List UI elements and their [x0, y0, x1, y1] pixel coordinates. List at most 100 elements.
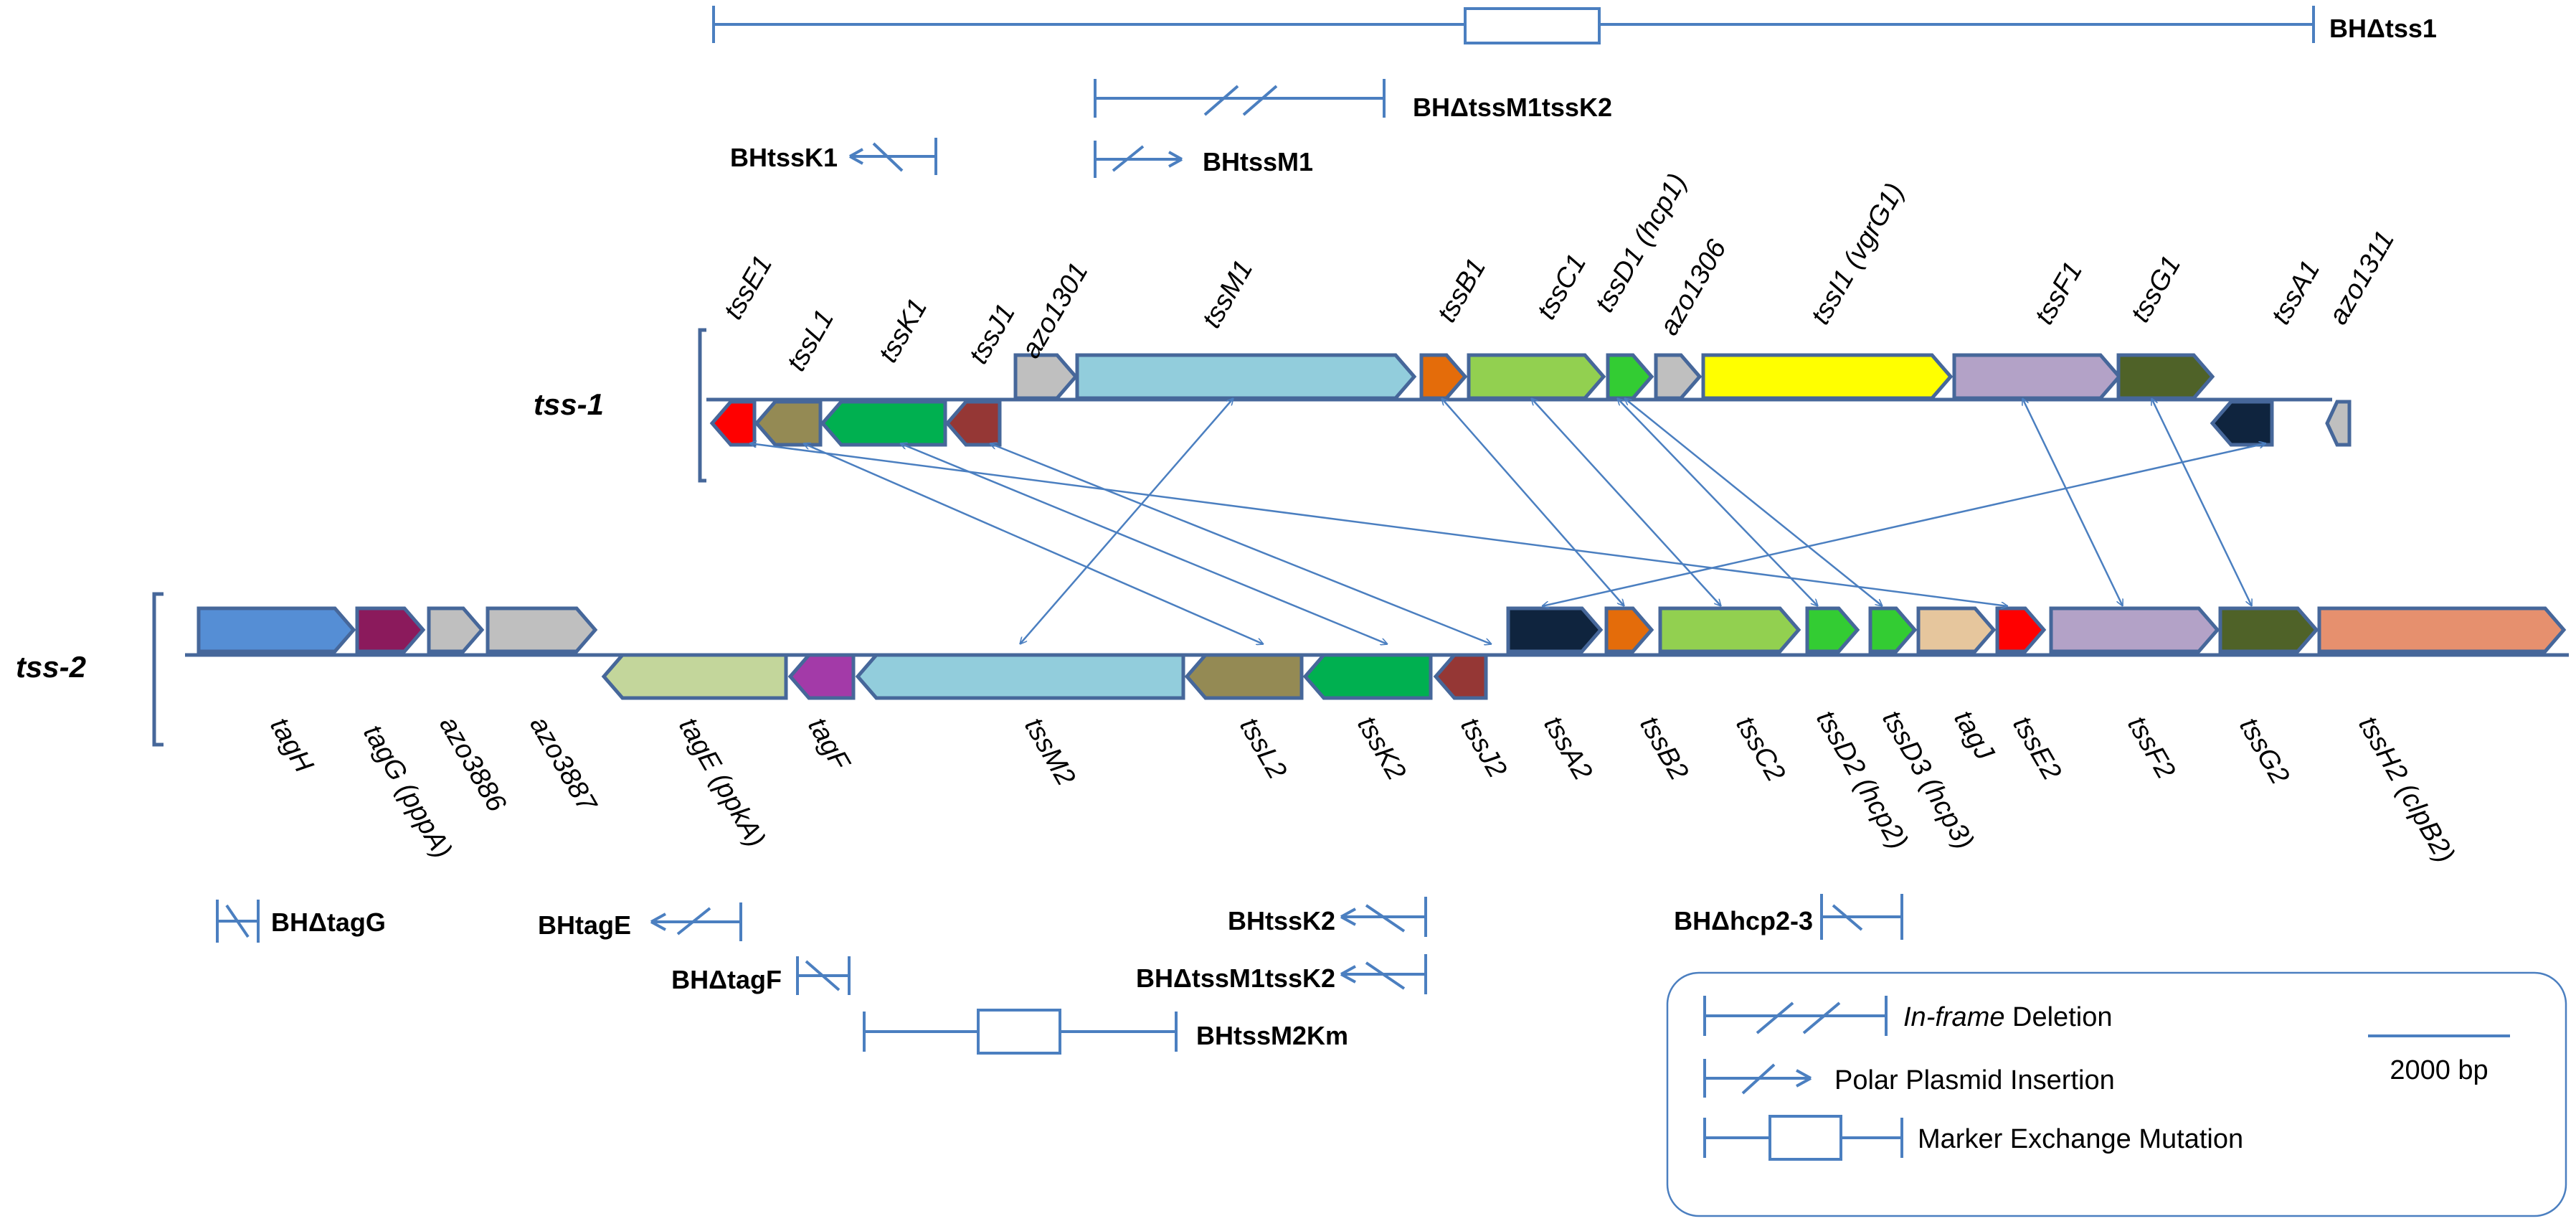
tss2-gene-label-azo3886: azo3886: [433, 712, 512, 818]
mutant-label-bhdtagg: BHΔtagG: [271, 908, 386, 937]
legend-polar-symbol: [1703, 1059, 1812, 1098]
tss2-gene-azo3886: [427, 606, 485, 654]
tss2-gene-tssc2: [1658, 606, 1801, 654]
mutant-label-bhtage: BHtagE: [538, 910, 631, 940]
tss2-gene-label-tssa2: tssA2: [1538, 712, 1598, 786]
tss2-gene-tssb2: [1604, 606, 1654, 654]
link-tssb: [1441, 398, 1624, 606]
tss1-gene-label-tssc1: tssC1: [1531, 249, 1592, 324]
tss1-gene-label-tssg1: tssG1: [2125, 251, 2187, 328]
tss2-gene-label-tssg2: tssG2: [2233, 713, 2295, 790]
tss1-gene-tssc1: [1467, 353, 1606, 400]
mutant-label-bhdtssm1tssk2-top: BHΔtssM1tssK2: [1413, 93, 1612, 122]
tss1-gene-label-tssf1: tssF1: [2029, 257, 2088, 329]
tss2-gene-tagj: [1916, 606, 1997, 654]
tss2-gene-tsse2: [1995, 606, 2047, 654]
tss2-gene-label-tssc2: tssC2: [1730, 712, 1791, 787]
mutant-bhdtagg: BHΔtagG: [216, 900, 386, 943]
legend: In-frame Deletion Polar Plasmid Insertio…: [1666, 971, 2567, 1217]
link-tssj: [990, 443, 1492, 644]
tss1-gene-azo1301: [1013, 353, 1079, 400]
mutant-bhtage: BHtagE: [538, 902, 742, 941]
legend-marker-label: Marker Exchange Mutation: [1918, 1124, 2243, 1154]
link-tssl: [803, 443, 1264, 644]
mutant-bhdtss1: BHΔtss1: [712, 6, 2437, 44]
tss2-gene-label-tage-ppka: tagE (ppkA): [673, 713, 771, 853]
mutant-label-bhdtss1: BHΔtss1: [2329, 14, 2437, 43]
tss1-gene-label-azo1311: azo1311: [2323, 226, 2400, 330]
tss1-row-label: tss-1: [534, 387, 604, 421]
tss2-gene-label-tsse2: tssE2: [2007, 712, 2067, 786]
tss1-gene-label-tssm1: tssM1: [1196, 255, 1259, 334]
tss2-gene-tssd2-hcp2: [1805, 606, 1860, 654]
mutant-label-bhdtagf: BHΔtagF: [671, 965, 782, 994]
tss1-gene-label-tssl1: tssL1: [781, 305, 840, 377]
tss1-gene-label-tssj1: tssJ1: [963, 299, 1021, 369]
mutant-bhdtssm1tssk2-top: BHΔtssM1tssK2: [1094, 79, 1612, 122]
tss1-gene-tssf1: [1952, 353, 2122, 400]
link-tsse: [749, 443, 2008, 606]
tss2-bracket: [152, 592, 164, 747]
tss2-gene-label-tssf2: tssF2: [2121, 712, 2181, 784]
mutant-bhdtssm1tssk2-bottom: BHΔtssM1tssK2: [1136, 954, 1427, 994]
tss1-gene-label-tssa1: tssA1: [2265, 255, 2326, 329]
tss1-gene-tssm1: [1075, 353, 1417, 400]
link-tssc: [1531, 398, 1721, 606]
tss1-gene-tssg1: [2116, 353, 2215, 400]
tss2-gene-label-tagj: tagJ: [1948, 706, 2000, 766]
tss1-gene-tsse1: [709, 400, 757, 447]
tss2-gene-label-tssm2: tssM2: [1018, 713, 1081, 791]
link-tssd3: [1624, 398, 1883, 606]
tss2-row-label: tss-2: [16, 650, 86, 684]
legend-inframe-symbol: [1703, 996, 1888, 1036]
mutant-label-bhtssk2: BHtssK2: [1228, 906, 1335, 935]
tss2-gene-azo3887: [486, 606, 598, 654]
mutant-bhtssm1: BHtssM1: [1094, 141, 1313, 178]
tss1-gene-tssi1-vgrg1: [1701, 353, 1954, 400]
legend-polar-label: Polar Plasmid Insertion: [1834, 1065, 2115, 1095]
tss1-gene-azo1311: [2325, 400, 2352, 447]
legend-scale-label: 2000 bp: [2390, 1055, 2488, 1085]
tss1-gene-tssj1: [944, 400, 1002, 447]
legend-box: [1666, 971, 2567, 1217]
tss2-gene-label-tagh: tagH: [264, 713, 319, 778]
tss1-gene-label-tsse1: tssE1: [718, 250, 778, 324]
tss2-gene-label-tssh2-clpb2: tssH2 (clpB2): [2352, 712, 2460, 869]
tss2-gene-label-tssj2: tssJ2: [1454, 713, 1512, 783]
legend-marker-symbol: [1703, 1115, 1903, 1161]
tss2-gene-tage-ppka: [601, 653, 788, 700]
legend-inframe-label: In-frame Deletion: [1903, 1002, 2112, 1032]
tss1-gene-tssa1: [2210, 400, 2274, 447]
tss2-gene-label-tssk2: tssK2: [1351, 712, 1411, 786]
tss2-gene-tagf: [787, 653, 856, 700]
tss2-gene-tssm2: [855, 653, 1185, 700]
tss1-gene-tssd1-hcp1: [1606, 353, 1654, 400]
tss1-gene-label-azo1301: azo1301: [1015, 258, 1094, 363]
tss2-gene-tssl2: [1184, 653, 1304, 700]
tss2-gene-label-azo3887: azo3887: [524, 712, 602, 819]
link-tssa: [1542, 443, 2266, 606]
mutant-label-bhtssm1: BHtssM1: [1203, 147, 1313, 176]
tss2-gene-tagg-pppa: [355, 606, 426, 654]
tss1-gene-label-tssb1: tssB1: [1431, 253, 1492, 327]
tss2-gene-tssk2: [1302, 653, 1433, 700]
tss2-gene-tssf2: [2049, 606, 2220, 654]
tss2-gene-tssg2: [2218, 606, 2319, 654]
tss2-gene-tssa2: [1506, 606, 1604, 654]
link-tssd2: [1617, 398, 1818, 606]
tss1-gene-azo1306: [1654, 353, 1703, 400]
mutant-bhdtagf: BHΔtagF: [671, 956, 851, 995]
mutant-bhtssm2km: BHtssM2Km: [863, 1009, 1348, 1055]
mutant-label-bhtssm2km: BHtssM2Km: [1196, 1021, 1348, 1050]
tss2-gene-tssd3-hcp3: [1868, 606, 1918, 654]
tss1-gene-tssl1: [754, 400, 823, 447]
link-tssf: [2021, 398, 2124, 606]
tss2-gene-tssh2-clpb2: [2317, 606, 2567, 654]
tss1-bracket: [698, 328, 706, 483]
tss2-gene-label-tssl2: tssL2: [1233, 713, 1292, 785]
tss2-genes: [196, 606, 2567, 700]
